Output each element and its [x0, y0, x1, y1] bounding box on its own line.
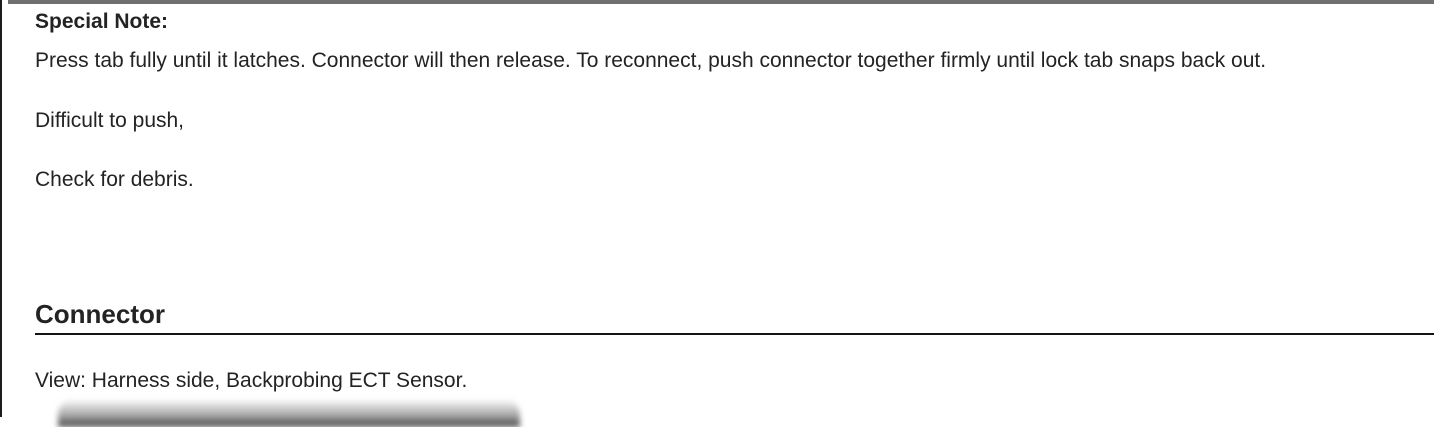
page-left-border — [0, 0, 2, 417]
connector-section-heading: Connector — [35, 299, 1434, 335]
special-note-line-1: Press tab fully until it latches. Connec… — [35, 49, 1267, 72]
connector-photo-top-edge — [58, 399, 520, 427]
special-note-line-3: Check for debris. — [35, 168, 194, 191]
special-note-line-2: Difficult to push, — [35, 109, 185, 132]
connector-view-caption: View: Harness side, Backprobing ECT Sens… — [35, 369, 468, 392]
special-note-heading: Special Note: — [35, 10, 169, 33]
window-top-bar — [8, 0, 1434, 4]
